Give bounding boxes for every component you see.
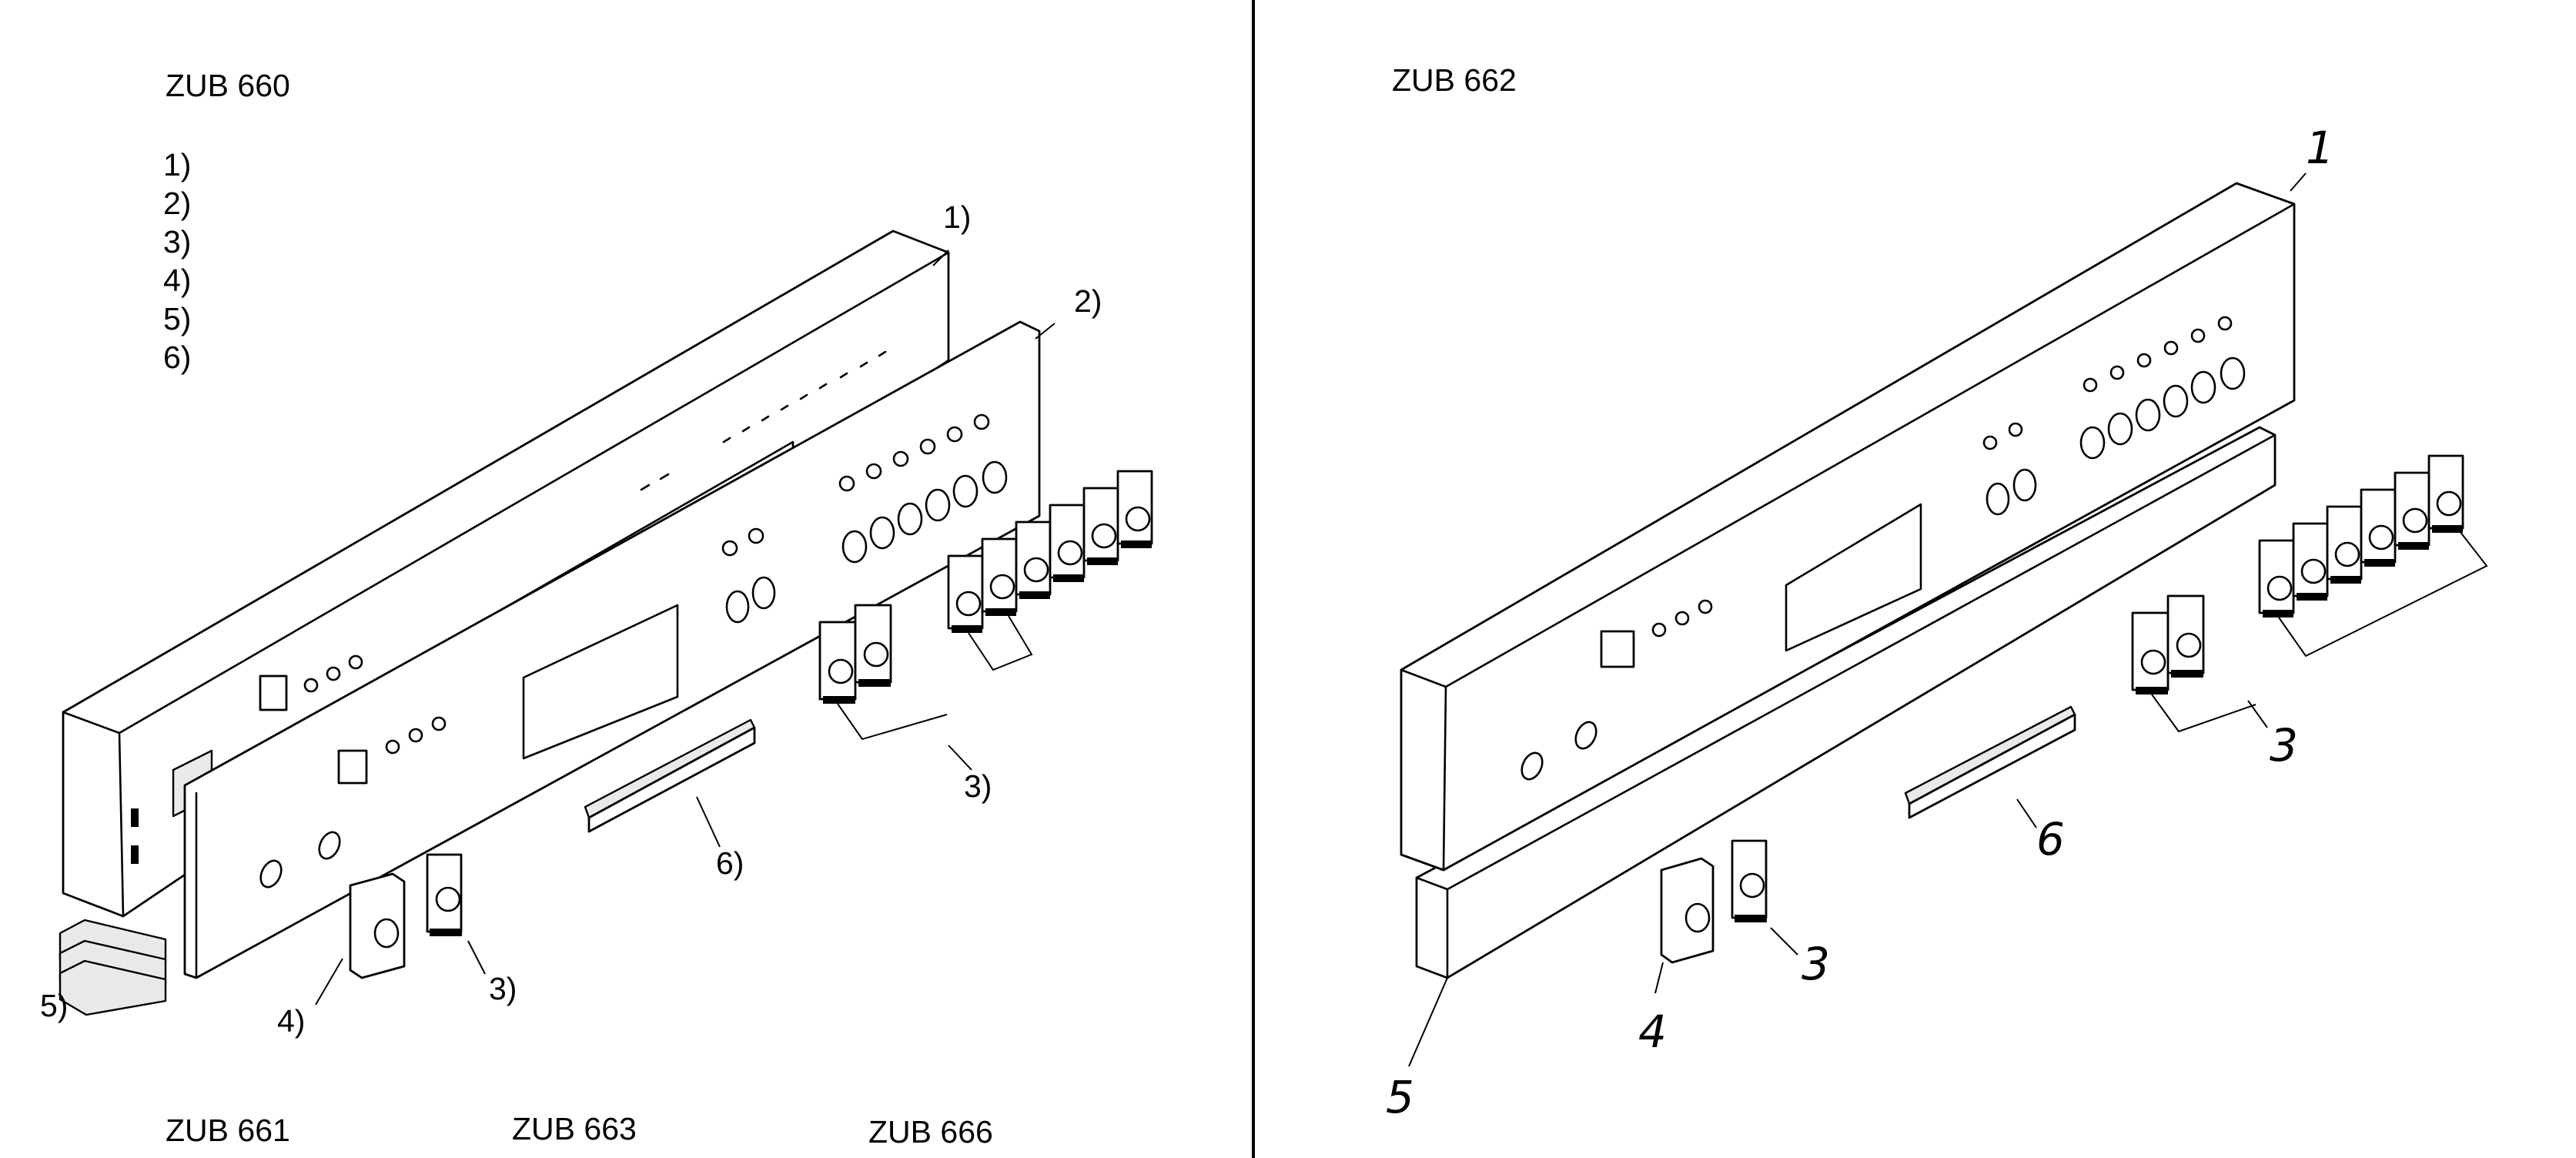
callout-6: 6) bbox=[716, 845, 744, 881]
legend-item-4: 4) bbox=[163, 263, 191, 298]
left-front-panel bbox=[183, 320, 1041, 979]
left-bundle-part-5 bbox=[59, 919, 167, 1016]
right-knob-module-group-2 bbox=[2131, 594, 2257, 733]
knob-module bbox=[2427, 454, 2464, 533]
right-knob-module-group-6 bbox=[2258, 454, 2488, 658]
callout-6-right: 6 bbox=[2036, 813, 2065, 865]
knob-module bbox=[1049, 504, 1086, 582]
knob-module bbox=[2292, 522, 2329, 601]
callout-3-right-lower: 3 bbox=[1802, 938, 1830, 990]
callout-1: 1) bbox=[943, 199, 971, 235]
right-trim-strip bbox=[1904, 705, 2076, 819]
callout-5-right: 5 bbox=[1386, 1071, 1414, 1123]
left-knob-module-group-6 bbox=[947, 470, 1153, 671]
parts-legend-list: 1) 2) 3) 4) 5) 6) bbox=[163, 147, 191, 375]
footer-model-1: ZUB 661 bbox=[166, 1113, 290, 1148]
knob-module bbox=[2326, 505, 2363, 584]
knob-module bbox=[854, 604, 892, 687]
right-module-part-3 bbox=[1731, 839, 1768, 922]
left-trim-strip bbox=[584, 718, 756, 833]
knob-module bbox=[947, 554, 984, 633]
right-lower-frame bbox=[1415, 426, 2277, 979]
right-main-housing bbox=[1400, 182, 2296, 872]
right-module-part-4 bbox=[1660, 857, 1715, 964]
callout-1-right: 1 bbox=[2306, 122, 2334, 174]
knob-module bbox=[2258, 539, 2295, 617]
knob-module bbox=[1015, 520, 1052, 599]
callout-4-right: 4 bbox=[1638, 1006, 1667, 1058]
right-leader-lines bbox=[1408, 172, 2307, 1067]
legend-item-2: 2) bbox=[163, 186, 191, 221]
callout-4: 4) bbox=[277, 1003, 305, 1039]
footer-model-2: ZUB 663 bbox=[512, 1111, 637, 1146]
footer-model-3: ZUB 666 bbox=[868, 1114, 993, 1150]
knob-module bbox=[2131, 611, 2170, 694]
knob-module bbox=[2394, 471, 2430, 550]
left-module-part-4 bbox=[349, 872, 406, 979]
left-leader-lines bbox=[315, 249, 1055, 1006]
legend-item-3: 3) bbox=[163, 224, 191, 259]
knob-module bbox=[2166, 594, 2205, 678]
legend-item-1: 1) bbox=[163, 147, 191, 182]
legend-item-5: 5) bbox=[163, 301, 191, 336]
knob-module bbox=[2360, 488, 2397, 567]
callout-3-right-upper: 3 bbox=[2270, 719, 2298, 771]
knob-module bbox=[818, 621, 857, 704]
knob-module bbox=[981, 537, 1018, 616]
left-title: ZUB 660 bbox=[166, 68, 290, 103]
callout-2: 2) bbox=[1074, 283, 1102, 319]
callout-5: 5) bbox=[40, 988, 68, 1023]
knob-module bbox=[1082, 487, 1119, 565]
legend-item-6: 6) bbox=[163, 340, 191, 375]
knob-module bbox=[1116, 470, 1153, 548]
right-title: ZUB 662 bbox=[1392, 62, 1517, 98]
callout-3-lower: 3) bbox=[489, 971, 517, 1006]
callout-3-upper: 3) bbox=[964, 768, 992, 804]
left-knob-module-group-2 bbox=[818, 604, 948, 741]
left-module-part-3 bbox=[426, 853, 463, 936]
